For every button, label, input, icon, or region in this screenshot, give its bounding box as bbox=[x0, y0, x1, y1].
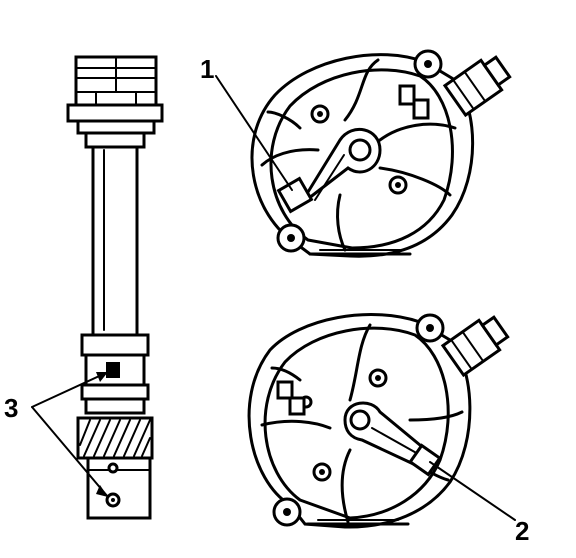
callout-3-arrowhead-upper bbox=[96, 372, 108, 382]
callout-1-label: 1 bbox=[200, 54, 214, 84]
callout-3-label: 3 bbox=[4, 393, 18, 423]
callout-1-leader bbox=[215, 75, 293, 191]
callout-3-leader-upper bbox=[31, 371, 109, 408]
callout-2-label: 2 bbox=[515, 516, 529, 546]
distributor-housing-top bbox=[250, 49, 512, 258]
distributor-housing-bottom bbox=[247, 313, 510, 529]
distributor-shaft bbox=[66, 55, 164, 520]
callout-leaders bbox=[31, 75, 516, 521]
callout-2-leader bbox=[429, 461, 516, 521]
callout-3-arrowhead-lower bbox=[96, 485, 108, 497]
callout-3-leader-lower bbox=[31, 406, 109, 498]
